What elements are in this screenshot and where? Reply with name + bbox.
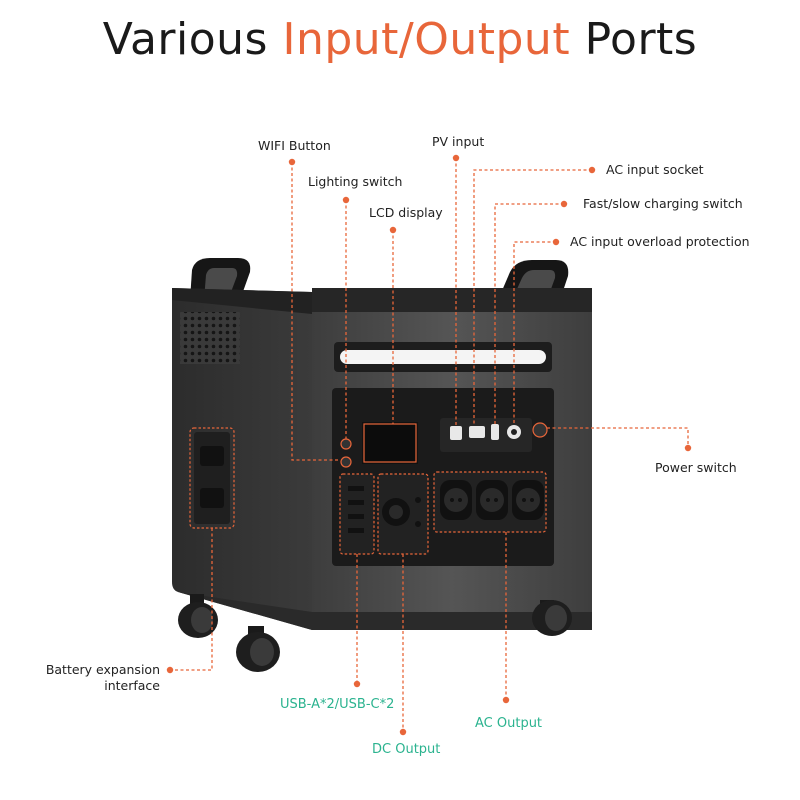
wifi-button bbox=[340, 456, 352, 468]
page-title: Various Input/Output Ports bbox=[0, 14, 800, 65]
top-lid bbox=[172, 288, 312, 314]
label-battery-expansion-line1: Battery expansion bbox=[45, 662, 160, 677]
label-ac-overload: AC input overload protection bbox=[570, 234, 750, 249]
leader-lines bbox=[166, 154, 692, 736]
label-ac-output: AC Output bbox=[475, 716, 543, 731]
ac-outlet-3 bbox=[512, 480, 544, 520]
title-suffix: Ports bbox=[570, 14, 698, 65]
battery-expansion-port bbox=[189, 427, 235, 529]
label-pv-input: PV input bbox=[432, 134, 485, 149]
pv-input-port bbox=[450, 426, 462, 440]
label-lighting-switch: Lighting switch bbox=[308, 174, 403, 189]
label-ac-input-socket: AC input socket bbox=[606, 162, 704, 177]
side-panel bbox=[172, 288, 312, 630]
label-usb: USB-A*2/USB-C*2 bbox=[280, 697, 395, 712]
ac-outlet-2 bbox=[476, 480, 508, 520]
wheel-right bbox=[532, 600, 572, 636]
label-battery-expansion-line2: interface bbox=[104, 678, 160, 693]
base bbox=[178, 592, 592, 630]
ac-outlet-1 bbox=[440, 480, 472, 520]
label-wifi-button: WIFI Button bbox=[258, 138, 331, 153]
vent-grille bbox=[180, 312, 240, 364]
top-lid-front bbox=[312, 288, 592, 314]
label-fast-slow-switch: Fast/slow charging switch bbox=[583, 196, 743, 211]
wheel-front-left bbox=[236, 626, 280, 672]
ac-input-socket-port bbox=[469, 426, 485, 438]
power-switch-button bbox=[532, 422, 548, 438]
title-prefix: Various bbox=[102, 14, 283, 65]
title-accent: Input/Output bbox=[282, 14, 571, 65]
input-strip bbox=[440, 418, 532, 452]
label-lcd-display: LCD display bbox=[369, 205, 443, 220]
label-power-switch: Power switch bbox=[655, 460, 737, 475]
wheel-back-left bbox=[178, 594, 218, 638]
label-dc-output: DC Output bbox=[372, 742, 441, 757]
lighting-switch-button bbox=[340, 438, 352, 450]
fast-slow-switch-port bbox=[491, 424, 499, 440]
